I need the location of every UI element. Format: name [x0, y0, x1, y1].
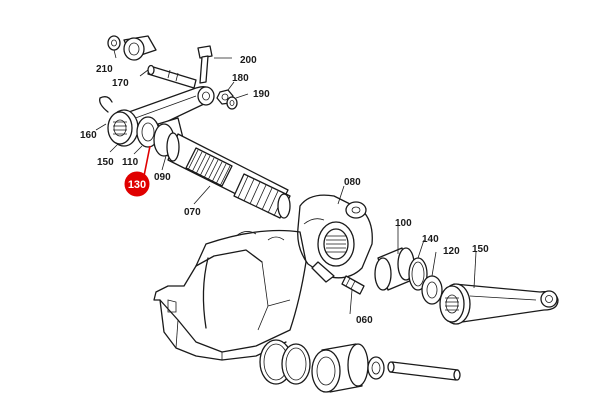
- label-160: 160: [80, 130, 97, 141]
- part-pin: [147, 64, 197, 89]
- label-150-upper: 150: [97, 157, 114, 168]
- label-180: 180: [232, 73, 249, 84]
- label-210: 210: [96, 64, 113, 75]
- part-190-washer: [226, 96, 238, 110]
- label-090: 090: [154, 172, 171, 183]
- label-130[interactable]: 130: [128, 179, 146, 191]
- label-080: 080: [344, 177, 361, 188]
- part-170-bushing: [123, 35, 157, 61]
- part-bottom-rings: [259, 339, 311, 385]
- part-200-bolt: [197, 45, 213, 84]
- part-160-snap-ring: [99, 96, 113, 113]
- part-bottom-piston: [311, 343, 369, 393]
- part-bottom-pin: [387, 361, 461, 381]
- label-140: 140: [422, 234, 439, 245]
- label-060: 060: [356, 315, 373, 326]
- label-120: 120: [443, 246, 460, 257]
- part-210-washer: [107, 35, 121, 51]
- part-070-splined-shaft: [166, 132, 291, 219]
- part-060-pin: [341, 275, 365, 295]
- part-120-bushing: [421, 275, 443, 305]
- label-110: 110: [122, 157, 139, 168]
- label-200: 200: [240, 55, 257, 66]
- callout-130-highlight[interactable]: 130: [124, 171, 150, 197]
- transmission-case: [153, 229, 307, 361]
- leader-lines: [95, 49, 477, 315]
- callout-130-badge[interactable]: [124, 171, 150, 197]
- label-170: 170: [112, 78, 129, 89]
- label-100: 100: [395, 218, 412, 229]
- part-100-sleeve: [374, 247, 415, 291]
- part-bottom-seal: [367, 356, 385, 380]
- part-080-housing: [297, 194, 373, 283]
- label-070: 070: [184, 207, 201, 218]
- label-150-lower: 150: [472, 244, 489, 255]
- part-labels: 210 170 200 180 190 160 150 110 090 070 …: [80, 55, 489, 326]
- part-150-lower-lift-arm: [439, 283, 559, 325]
- label-190: 190: [253, 89, 270, 100]
